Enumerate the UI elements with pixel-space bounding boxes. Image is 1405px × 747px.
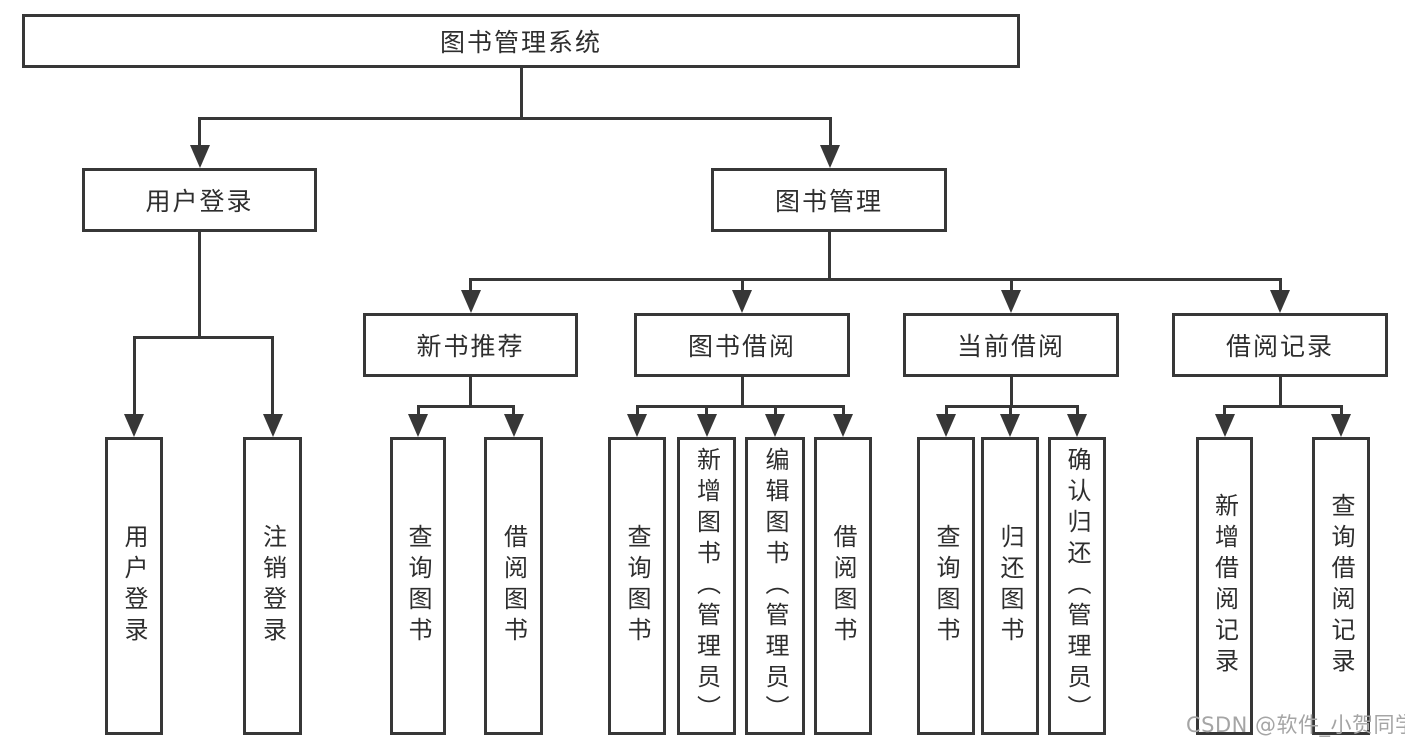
connector-arrowhead: [408, 414, 428, 437]
node-borrow-records: 借阅记录: [1172, 313, 1388, 377]
connector-line: [1008, 405, 1012, 414]
connector-line: [1075, 405, 1079, 414]
connector-line: [635, 405, 639, 414]
connector-arrowhead: [1067, 414, 1087, 437]
connector-arrowhead: [1270, 290, 1290, 313]
connector-line: [841, 405, 845, 414]
node-library-system: 图书管理系统: [22, 14, 1020, 68]
connector-arrowhead: [820, 145, 840, 168]
connector-line: [1278, 377, 1282, 406]
leaf-query-books-2: 查询图书: [608, 437, 666, 735]
connector-arrowhead: [1214, 414, 1235, 437]
connector-line: [944, 405, 948, 414]
connector-line: [1339, 405, 1343, 414]
connector-arrowhead: [262, 414, 283, 437]
node-label: 图书管理: [774, 187, 883, 216]
leaf-logout: 注销登录: [243, 437, 302, 735]
connector-arrowhead: [1000, 414, 1020, 437]
node-label: 借阅图书: [499, 524, 528, 648]
connector-line: [512, 405, 515, 414]
node-label: 编辑图书（管理员）: [761, 446, 789, 726]
connector-line: [1223, 405, 1343, 408]
connector-line: [740, 278, 744, 290]
leaf-return-book: 归还图书: [981, 437, 1039, 735]
connector-line: [271, 336, 274, 414]
node-label: 查询借阅记录: [1327, 493, 1355, 679]
connector-line: [1009, 278, 1013, 290]
node-label: 图书管理系统: [439, 28, 602, 57]
node-label: 图书借阅: [687, 332, 796, 361]
connector-line: [416, 405, 515, 408]
leaf-query-books-3: 查询图书: [917, 437, 975, 735]
connector-arrowhead: [124, 414, 144, 437]
node-label: 用户登录: [120, 524, 148, 648]
node-current-borrowing: 当前借阅: [903, 313, 1119, 377]
node-book-management: 图书管理: [711, 168, 947, 232]
connector-line: [469, 278, 472, 290]
leaf-borrow-books: 借阅图书: [484, 437, 543, 735]
leaf-edit-book-admin: 编辑图书（管理员）: [745, 437, 805, 735]
node-label: 借阅记录: [1225, 332, 1334, 361]
connector-arrowhead: [732, 290, 752, 313]
connector-arrowhead: [460, 290, 481, 313]
connector-line: [469, 377, 472, 406]
connector-line: [132, 336, 274, 339]
leaf-add-borrow-record: 新增借阅记录: [1196, 437, 1253, 735]
connector-line: [635, 405, 845, 408]
connector-line: [944, 405, 1079, 408]
connector-line: [1278, 278, 1282, 290]
node-label: 查询图书: [932, 524, 960, 648]
connector-arrowhead: [833, 414, 853, 437]
node-label: 新增图书（管理员）: [692, 446, 721, 726]
node-label: 归还图书: [996, 524, 1024, 648]
connector-line: [827, 232, 831, 279]
node-label: 新书推荐: [416, 332, 525, 361]
connector-line: [1223, 405, 1226, 414]
connector-line: [132, 336, 136, 414]
connector-arrowhead: [503, 414, 524, 437]
node-label: 新增借阅记录: [1210, 493, 1239, 679]
watermark: CSDN @软件_小贺同学: [1186, 713, 1405, 737]
leaf-confirm-return-admin: 确认归还（管理员）: [1048, 437, 1106, 735]
connector-arrowhead: [936, 414, 956, 437]
node-book-borrowing: 图书借阅: [634, 313, 850, 377]
connector-arrowhead: [765, 414, 785, 437]
node-new-book-recommend: 新书推荐: [363, 313, 578, 377]
connector-arrowhead: [1331, 414, 1351, 437]
connector-arrowhead: [1001, 290, 1021, 313]
leaf-user-login: 用户登录: [105, 437, 163, 735]
node-label: 当前借阅: [956, 332, 1065, 361]
connector-line: [198, 232, 201, 337]
connector-arrowhead: [627, 414, 647, 437]
leaf-add-book-admin: 新增图书（管理员）: [677, 437, 736, 735]
connector-line: [416, 405, 420, 414]
node-label: 查询图书: [404, 524, 432, 648]
connector-line: [469, 278, 1282, 281]
connector-line: [828, 117, 832, 145]
node-label: 用户登录: [145, 187, 254, 216]
connector-line: [198, 117, 201, 145]
connector-line: [740, 377, 744, 406]
leaf-query-borrow-record: 查询借阅记录: [1312, 437, 1370, 735]
connector-line: [705, 405, 708, 414]
connector-arrowhead: [696, 414, 717, 437]
node-label: 注销登录: [258, 524, 287, 648]
leaf-query-books: 查询图书: [390, 437, 446, 735]
connector-line: [198, 117, 832, 120]
connector-line: [1009, 377, 1013, 406]
node-label: 确认归还（管理员）: [1063, 446, 1091, 726]
node-label: 借阅图书: [829, 524, 857, 648]
connector-arrowhead: [189, 145, 210, 168]
node-label: 查询图书: [623, 524, 651, 648]
leaf-borrow-books-2: 借阅图书: [814, 437, 872, 735]
connector-line: [519, 68, 523, 118]
connector-line: [773, 405, 777, 414]
node-user-login: 用户登录: [82, 168, 317, 232]
